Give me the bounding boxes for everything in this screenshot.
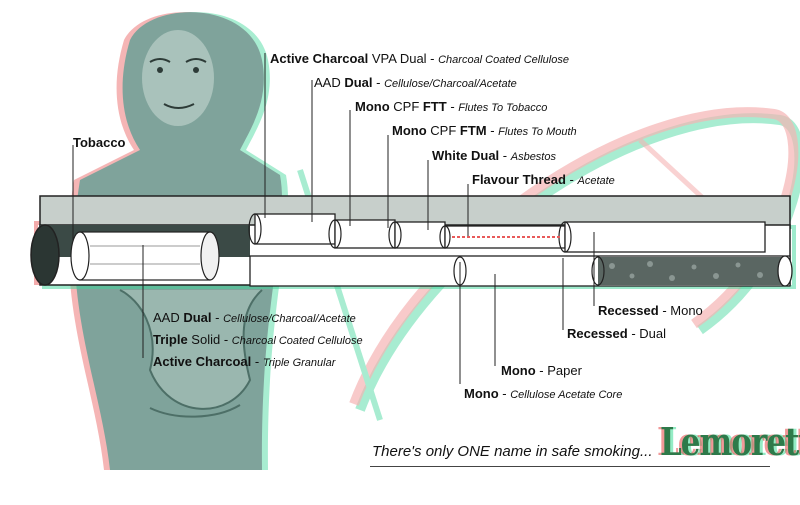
label-aad-dual-bottom: AAD Dual - Cellulose/Charcoal/Acetate <box>153 310 356 325</box>
woman-face <box>142 30 214 126</box>
label-recessed-mono: Recessed - Mono <box>598 303 703 318</box>
label-tobacco: Tobacco <box>73 135 126 150</box>
label-mono-cellulose: Mono - Cellulose Acetate Core <box>464 386 623 401</box>
label-mono-cpf-ftt: Mono CPF FTT - Flutes To Tobacco <box>355 99 548 114</box>
slogan: There's only ONE name in safe smoking... <box>372 443 653 460</box>
label-active-charcoal-vpa: Active Charcoal VPA Dual - Charcoal Coat… <box>270 51 569 66</box>
label-aad-dual-top: AAD Dual - Cellulose/Charcoal/Acetate <box>314 75 517 90</box>
label-flavour-thread: Flavour Thread - Acetate <box>472 172 615 187</box>
label-mono-paper: Mono - Paper <box>501 363 582 378</box>
leader-lines <box>72 53 595 384</box>
label-recessed-dual: Recessed - Dual <box>567 326 667 341</box>
label-white-dual: White Dual - Asbestos <box>432 148 556 163</box>
recessed-mono-section <box>598 257 788 285</box>
label-active-charcoal-triple: Active Charcoal - Triple Granular <box>153 354 336 369</box>
brand-logo: Lemorette <box>660 420 800 465</box>
tube-front-end <box>30 224 60 286</box>
cigarette-tube <box>30 195 796 289</box>
label-triple-solid: Triple Solid - Charcoal Coated Cellulose <box>153 332 363 347</box>
slogan-underline <box>370 466 770 467</box>
label-mono-cpf-ftm: Mono CPF FTM - Flutes To Mouth <box>392 123 577 138</box>
